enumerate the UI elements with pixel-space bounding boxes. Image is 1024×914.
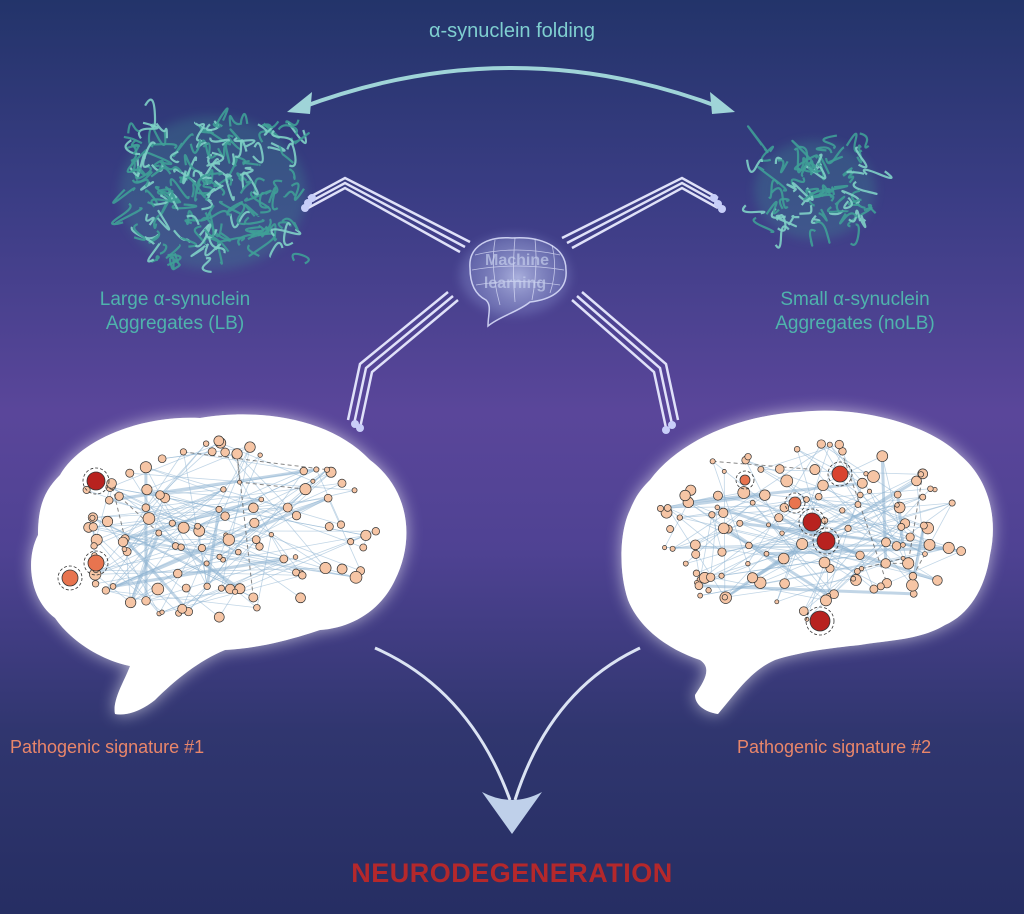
small-aggregate-label-line2: Aggregates (noLB) [775,313,935,334]
large-aggregate-icon [111,98,310,274]
small-aggregate-label: Small α-synuclein Aggregates (noLB) [720,288,990,336]
ml-label-line1: Machine [485,252,549,269]
brain-left [31,414,407,715]
large-aggregate-label: Large α-synuclein Aggregates (LB) [40,288,310,336]
folding-arrow [287,66,735,114]
large-aggregate-label-line2: Aggregates (LB) [105,313,245,334]
convergence-arrows [374,646,641,834]
brain-right [621,410,993,714]
large-aggregate-label-line1: Large α-synuclein [99,289,251,310]
folding-title: α-synuclein folding [428,20,596,42]
small-aggregate-label-line1: Small α-synuclein [780,289,930,310]
neurodegeneration-label: NEURODEGENERATION [351,858,673,888]
small-aggregate-icon [741,125,893,249]
connector-lines [301,176,726,434]
ml-label-line2: learning [484,275,546,292]
signature-1-label: Pathogenic signature #1 [10,737,205,757]
signature-2-label: Pathogenic signature #2 [737,737,932,757]
machine-learning-icon: Machine learning [460,235,570,328]
